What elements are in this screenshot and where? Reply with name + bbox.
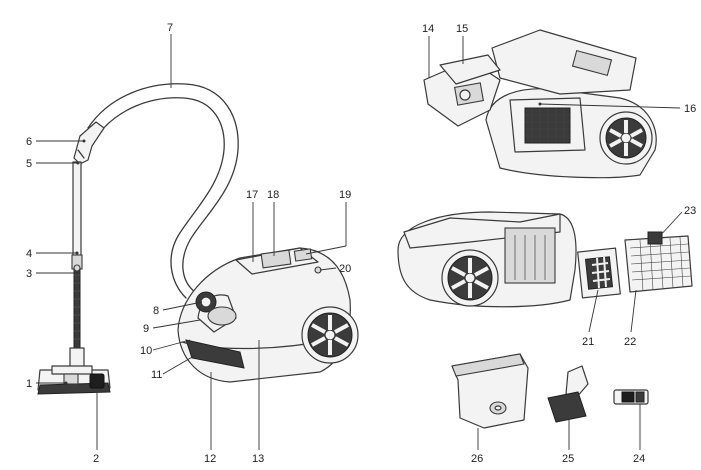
rear-vacuum-body [397, 211, 693, 308]
part-label-24: 24 [633, 453, 645, 465]
part-label-7: 7 [167, 22, 173, 34]
part-label-25: 25 [562, 453, 574, 465]
part-label-5: 5 [26, 158, 32, 170]
wand-handle [71, 121, 105, 270]
part-labels: 1 2 3 4 5 6 7 8 9 10 11 12 13 14 15 16 1… [26, 22, 696, 465]
dust-bag [451, 353, 529, 429]
part-label-22: 22 [624, 336, 636, 348]
part-label-10: 10 [140, 345, 152, 357]
part-label-11: 11 [151, 369, 162, 381]
part-label-8: 8 [153, 305, 159, 317]
part-label-21: 21 [582, 336, 594, 348]
part-label-12: 12 [204, 453, 216, 465]
floor-nozzle [37, 347, 111, 395]
part-label-15: 15 [456, 23, 468, 35]
part-label-20: 20 [339, 263, 351, 275]
crevice-brush-tool [547, 365, 589, 423]
part-label-26: 26 [471, 453, 483, 465]
part-label-1: 1 [26, 378, 32, 390]
open-vacuum-body [423, 29, 657, 179]
part-label-17: 17 [246, 189, 258, 201]
part-label-3: 3 [26, 268, 32, 280]
part-label-14: 14 [422, 23, 434, 35]
part-label-18: 18 [267, 189, 279, 201]
part-label-16: 16 [684, 103, 696, 115]
part-label-6: 6 [26, 136, 32, 148]
part-label-13: 13 [252, 453, 264, 465]
part-label-9: 9 [143, 323, 149, 335]
leader-lines [36, 34, 683, 450]
hose [87, 83, 239, 299]
accessory-clip [613, 389, 649, 405]
part-label-4: 4 [26, 248, 32, 260]
part-label-23: 23 [684, 205, 696, 217]
telescopic-tube [73, 264, 81, 349]
part-label-2: 2 [93, 453, 99, 465]
vacuum-main-body [177, 247, 359, 383]
part-label-19: 19 [339, 189, 351, 201]
